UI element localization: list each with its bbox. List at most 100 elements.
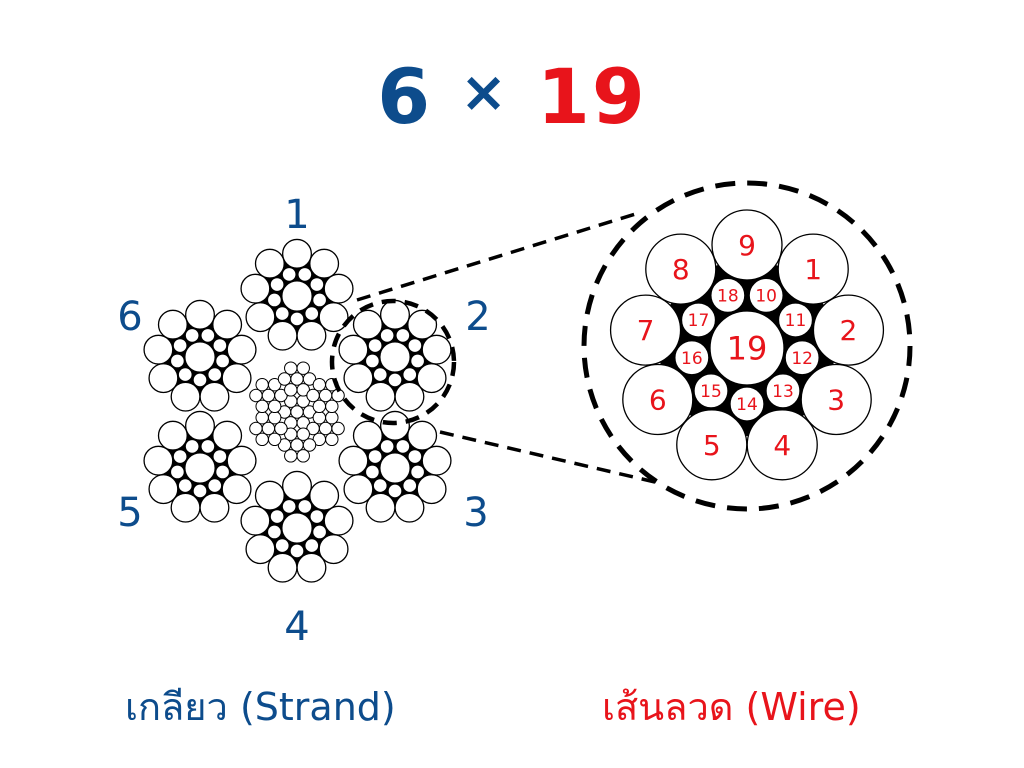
- inner-wire: [214, 464, 231, 480]
- outer-wire: [352, 309, 383, 340]
- outer-wire: [157, 420, 188, 451]
- outer-wire: [184, 299, 215, 330]
- core-wire: [249, 388, 263, 403]
- inner-wire: [184, 327, 200, 344]
- wire-label-7: 7: [637, 314, 655, 347]
- outer-wire: [318, 302, 349, 333]
- outer-wire: [622, 363, 694, 436]
- strand-label-3: 3: [463, 490, 488, 536]
- outer-wire: [394, 492, 425, 523]
- inner-wire: [729, 386, 765, 422]
- inner-wire: [777, 302, 814, 338]
- wire-label-3: 3: [827, 384, 845, 417]
- wire-label-10: 10: [755, 286, 777, 306]
- diagram-title: 6×19: [0, 52, 1024, 141]
- core-wire: [302, 438, 317, 452]
- core-wire: [277, 438, 292, 452]
- core-wire: [296, 449, 310, 463]
- core-wire: [318, 421, 333, 436]
- core-wire: [318, 388, 333, 403]
- inner-wire: [169, 353, 186, 369]
- zoom-line-bottom: [439, 430, 656, 484]
- inner-wire: [395, 438, 411, 455]
- outer-wire: [609, 294, 682, 366]
- inner-wire: [169, 464, 186, 480]
- inner-wire: [765, 373, 801, 409]
- outer-wire: [296, 552, 327, 583]
- core-wire: [312, 432, 327, 447]
- outer-wire: [338, 334, 369, 365]
- wire-label-2: 2: [840, 314, 858, 347]
- inner-wire: [297, 266, 313, 283]
- inner-wire: [289, 543, 305, 559]
- inner-wire: [207, 477, 223, 494]
- core-wire: [325, 410, 339, 425]
- inner-wire: [784, 340, 820, 376]
- inner-wire: [214, 353, 231, 369]
- inner-wire: [387, 483, 403, 499]
- wire-label-18: 18: [717, 286, 739, 306]
- outer-wire: [379, 410, 410, 441]
- core-wire: [267, 432, 282, 447]
- core-wire: [255, 410, 269, 425]
- outer-wire: [645, 233, 717, 305]
- core-wire: [312, 377, 327, 392]
- outer-wire: [184, 410, 215, 441]
- wire-label-8: 8: [672, 253, 690, 286]
- core-wire: [302, 405, 317, 419]
- inner-wire: [372, 366, 388, 383]
- outer-wire: [407, 309, 438, 340]
- inner-wire: [364, 353, 381, 369]
- outer-wire: [800, 363, 872, 436]
- outer-wire: [309, 480, 340, 511]
- wire-label-12: 12: [791, 349, 813, 369]
- outer-wire: [254, 248, 285, 279]
- inner-wire: [212, 448, 228, 465]
- core-wire: [277, 372, 292, 386]
- outer-wire: [352, 420, 383, 451]
- zoom-line-top: [356, 210, 643, 302]
- inner-wire: [281, 498, 297, 515]
- outer-wire: [338, 445, 369, 476]
- center-wire: [379, 341, 411, 373]
- outer-wire: [394, 381, 425, 412]
- core-wire: [331, 421, 345, 436]
- core-wire: [290, 372, 304, 386]
- inner-wire: [200, 327, 216, 344]
- inner-wire: [266, 292, 283, 308]
- outer-wire: [379, 299, 410, 330]
- strand-label-4: 4: [284, 604, 309, 650]
- inner-wire: [309, 276, 325, 293]
- inner-wire: [379, 438, 395, 455]
- wire-label-19: 19: [727, 330, 768, 368]
- inner-wire: [304, 305, 320, 322]
- core-wire: [274, 388, 288, 403]
- outer-wire: [365, 381, 396, 412]
- core-wire: [255, 432, 269, 447]
- outer-wire: [212, 420, 243, 451]
- core-wire: [325, 432, 339, 447]
- core-wire: [290, 438, 304, 452]
- inner-wire: [407, 337, 423, 354]
- outer-wire: [143, 334, 174, 365]
- outer-wire: [318, 534, 349, 565]
- inner-wire: [177, 366, 193, 383]
- core-wire: [290, 405, 304, 419]
- outer-wire: [309, 248, 340, 279]
- outer-wire: [267, 320, 298, 351]
- outer-wire: [416, 363, 447, 394]
- outer-wire: [143, 445, 174, 476]
- outer-wire: [245, 534, 276, 565]
- inner-wire: [266, 524, 283, 540]
- inner-wire: [680, 302, 717, 338]
- outer-wire: [296, 320, 327, 351]
- core-wire: [284, 449, 298, 463]
- outer-wire: [281, 470, 312, 501]
- outer-wire: [343, 474, 374, 505]
- inner-wire: [269, 276, 285, 293]
- core-wire: [255, 377, 269, 392]
- title-strand-count: 6: [377, 52, 433, 141]
- core-wire: [249, 421, 263, 436]
- core-wire: [284, 361, 298, 375]
- core-wire: [312, 410, 327, 425]
